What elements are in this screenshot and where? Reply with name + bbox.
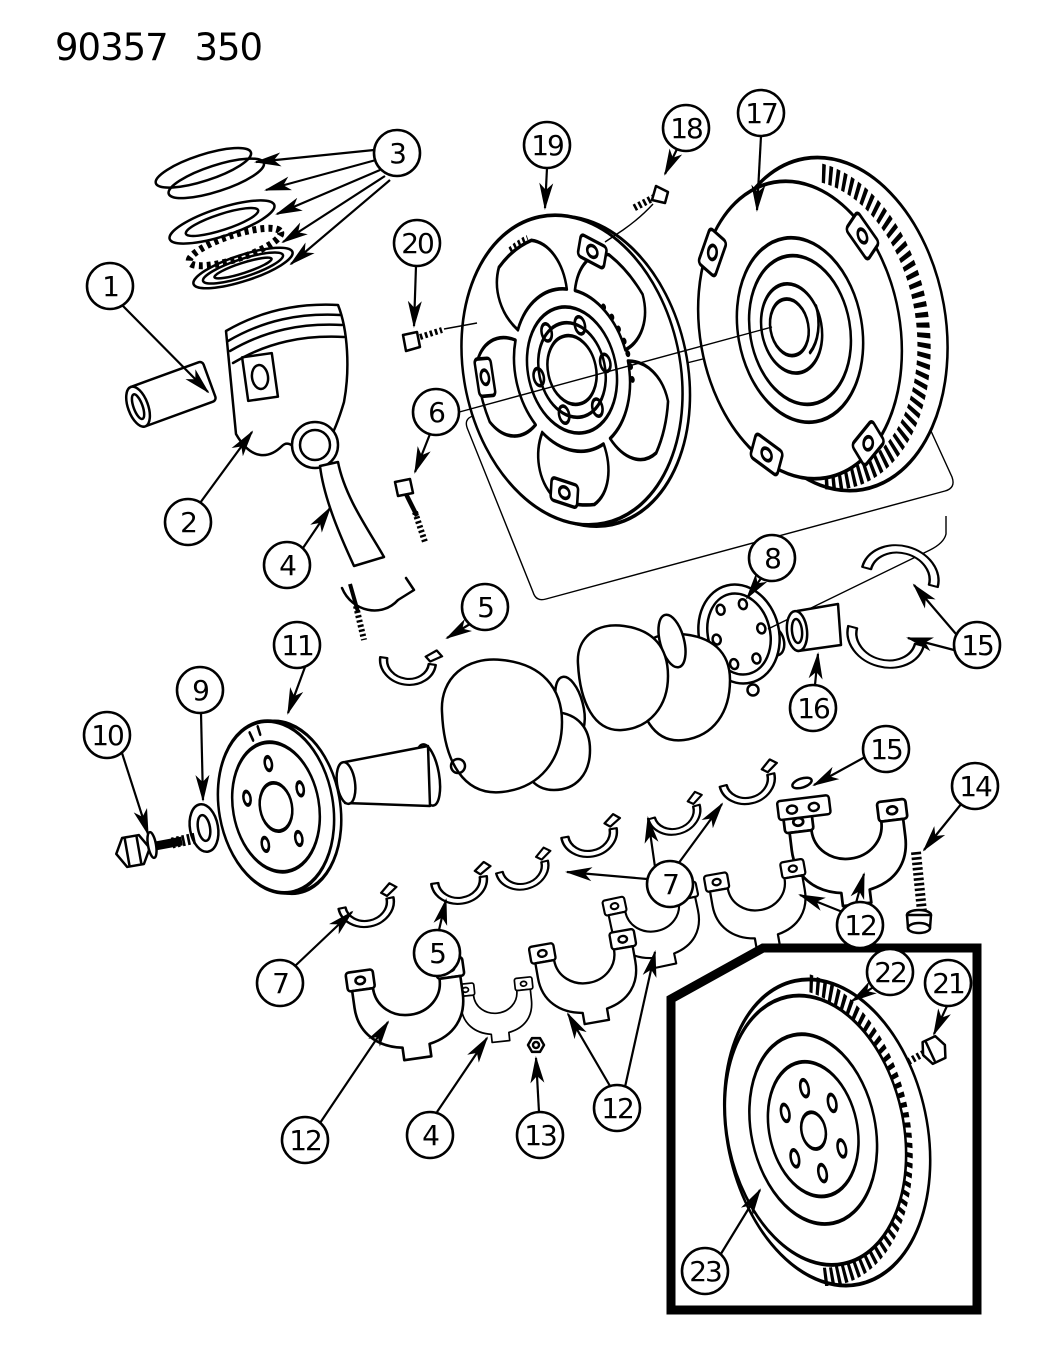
callout-arrows — [120, 135, 963, 1258]
callout-2: 2 — [163, 497, 213, 547]
flywheel — [722, 974, 932, 1288]
callout-4-rod: 4 — [262, 540, 312, 590]
rod-cap-bolt — [393, 477, 428, 543]
callout-7-mid: 7 — [645, 859, 695, 909]
svg-text:5: 5 — [477, 591, 493, 624]
callout-19: 19 — [522, 120, 572, 170]
piston-rings — [154, 146, 294, 290]
callout-13: 13 — [515, 1110, 565, 1160]
torque-converter — [696, 155, 949, 493]
callout-21: 21 — [923, 958, 973, 1008]
callout-12-right: 12 — [835, 900, 885, 950]
callout-4-cap: 4 — [405, 1110, 455, 1160]
spacer-plate-outline — [465, 316, 954, 601]
part-number-title: 90357 350 — [55, 26, 262, 69]
centerline-flexplate-converter — [451, 326, 773, 415]
callout-17: 17 — [736, 88, 786, 138]
rod-nut — [526, 1036, 546, 1054]
pilot-bushing — [785, 602, 843, 653]
thrust-washer-lower — [839, 624, 925, 678]
callout-23: 23 — [680, 1246, 730, 1296]
connecting-rod — [290, 420, 416, 641]
main-cap-bolt — [905, 851, 933, 935]
svg-text:7: 7 — [662, 868, 678, 901]
callout-12-mid: 12 — [592, 1083, 642, 1133]
flywheel-bolt — [904, 1034, 947, 1067]
flexplate-bolt — [401, 322, 478, 353]
vibration-damper — [216, 719, 343, 896]
svg-text:12: 12 — [601, 1092, 633, 1125]
svg-text:16: 16 — [797, 692, 830, 725]
svg-text:22: 22 — [874, 956, 906, 989]
svg-text:21: 21 — [932, 967, 964, 1000]
damper-bolt — [115, 830, 198, 869]
snap-ring — [791, 776, 813, 790]
callout-6: 6 — [411, 387, 461, 437]
callout-8: 8 — [747, 533, 797, 583]
callout-7-left: 7 — [255, 958, 305, 1008]
svg-text:15: 15 — [870, 733, 902, 766]
callout-22: 22 — [865, 947, 915, 997]
callout-10: 10 — [82, 710, 132, 760]
callout-5-lower: 5 — [412, 928, 462, 978]
callout-9: 9 — [175, 665, 225, 715]
svg-text:5: 5 — [429, 937, 445, 970]
svg-text:14: 14 — [959, 770, 992, 803]
bearing-shell-upper — [375, 641, 444, 691]
crankshaft — [335, 583, 786, 808]
callout-18: 18 — [661, 103, 711, 153]
svg-text:1: 1 — [102, 270, 118, 303]
svg-text:12: 12 — [289, 1124, 321, 1157]
svg-text:20: 20 — [401, 227, 433, 260]
svg-text:23: 23 — [689, 1255, 721, 1288]
svg-text:13: 13 — [524, 1119, 556, 1152]
callout-5-upper: 5 — [460, 582, 510, 632]
svg-text:17: 17 — [745, 97, 777, 130]
callout-12-left: 12 — [280, 1115, 330, 1165]
svg-text:6: 6 — [428, 396, 445, 429]
bearing-caps — [344, 794, 919, 1068]
svg-text:7: 7 — [272, 967, 288, 1000]
callout-14: 14 — [950, 761, 1000, 811]
svg-text:19: 19 — [531, 129, 563, 162]
svg-text:15: 15 — [961, 629, 993, 662]
svg-text:4: 4 — [422, 1119, 439, 1152]
piston-pin — [124, 360, 217, 428]
callout-15-mid: 15 — [861, 724, 911, 774]
centerline-crank-rear — [767, 516, 947, 630]
svg-text:8: 8 — [764, 542, 780, 575]
svg-text:3: 3 — [389, 137, 405, 170]
svg-text:9: 9 — [192, 674, 208, 707]
callout-16: 16 — [788, 683, 838, 733]
converter-bolt — [604, 184, 670, 243]
svg-text:4: 4 — [279, 549, 296, 582]
svg-text:10: 10 — [91, 719, 123, 752]
svg-text:12: 12 — [844, 909, 876, 942]
callout-1: 1 — [85, 261, 135, 311]
callout-3: 3 — [372, 128, 422, 178]
svg-text:18: 18 — [670, 112, 702, 145]
inset-box — [666, 943, 982, 1315]
svg-text:2: 2 — [180, 506, 196, 539]
svg-text:11: 11 — [281, 629, 313, 662]
callout-11: 11 — [272, 620, 322, 670]
flexplate-drive-plate — [460, 213, 692, 528]
callout-15-top: 15 — [952, 620, 1002, 670]
damper-washer — [188, 802, 220, 854]
callout-20: 20 — [392, 218, 442, 268]
